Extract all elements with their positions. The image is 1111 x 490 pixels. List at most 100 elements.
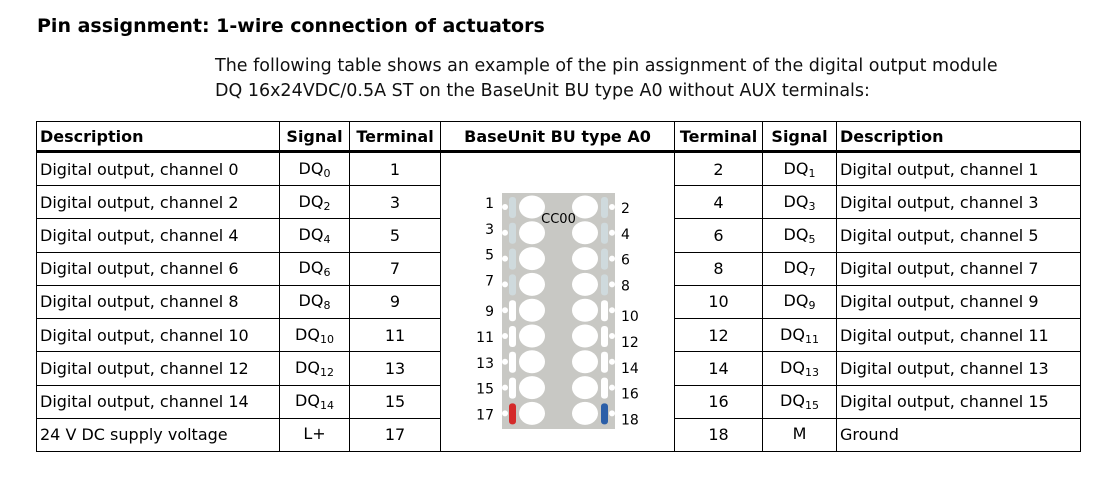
- signal-name: L+: [303, 424, 326, 444]
- terminal-notch: [609, 384, 615, 391]
- terminal-left: 15: [349, 384, 441, 419]
- color-code-label: CC00: [541, 212, 576, 227]
- terminal-left: 5: [349, 218, 441, 253]
- terminal-number-left: 9: [485, 304, 494, 320]
- terminal-slot: [509, 351, 516, 373]
- terminal-notch: [502, 410, 508, 417]
- description-right: Digital output, channel 11: [836, 318, 1081, 353]
- terminal-notch: [502, 384, 508, 391]
- signal-name: DQ: [780, 391, 805, 411]
- terminal-hole: [519, 298, 545, 322]
- header-terminal: Terminal: [349, 121, 441, 153]
- terminal-slot: [601, 222, 608, 244]
- terminal-hole: [519, 195, 545, 219]
- terminal-number-left: 13: [476, 356, 494, 372]
- signal-right: DQ11: [762, 318, 837, 353]
- description-right: Digital output, channel 9: [836, 284, 1081, 320]
- terminal-number-right: 14: [621, 361, 639, 377]
- terminal-slot: [601, 377, 608, 399]
- signal-name: DQ: [783, 191, 809, 211]
- signal-index: 8: [323, 299, 331, 313]
- terminal-notch: [609, 307, 615, 314]
- header-baseunit: BaseUnit BU type A0: [440, 121, 675, 153]
- terminal-hole: [519, 324, 545, 348]
- signal-index: 12: [319, 365, 334, 379]
- signal-left: DQ10: [279, 318, 350, 353]
- terminal-number-right: 16: [621, 387, 639, 403]
- description-right: Digital output, channel 5: [836, 218, 1081, 253]
- description-left: Digital output, channel 14: [36, 384, 280, 419]
- terminal-hole: [519, 247, 545, 271]
- terminal-notch: [502, 307, 508, 314]
- signal-right: M: [762, 417, 837, 453]
- terminal-left: 3: [349, 185, 441, 220]
- terminal-right: 8: [674, 251, 763, 286]
- terminal-number-right: 6: [621, 253, 630, 269]
- signal-name: DQ: [783, 225, 809, 245]
- terminal-right: 16: [674, 384, 763, 419]
- terminal-right: 6: [674, 218, 763, 253]
- signal-index: 3: [808, 199, 816, 213]
- signal-right: DQ13: [762, 351, 837, 386]
- terminal-hole: [519, 272, 545, 296]
- terminal-notch: [502, 358, 508, 365]
- description-left: Digital output, channel 0: [36, 150, 280, 187]
- terminal-slot: [509, 222, 516, 244]
- terminal-slot: [509, 274, 516, 296]
- signal-name: DQ: [295, 357, 320, 377]
- terminal-slot: [601, 351, 608, 373]
- signal-index: 6: [323, 266, 331, 280]
- terminal-notch: [502, 255, 508, 262]
- terminal-notch: [609, 255, 615, 262]
- terminal-number-right: 18: [621, 412, 639, 428]
- signal-left: L+: [279, 417, 350, 453]
- terminal-number-left: 3: [485, 222, 494, 238]
- signal-index: 1: [808, 166, 816, 180]
- header-signal: Signal: [279, 121, 350, 153]
- terminal-hole: [572, 195, 598, 219]
- signal-name: DQ: [783, 258, 809, 278]
- signal-name: DQ: [783, 291, 809, 311]
- terminal-number-left: 15: [476, 382, 494, 398]
- terminal-slot: [509, 326, 516, 347]
- signal-left: DQ6: [279, 251, 350, 286]
- signal-left: DQ4: [279, 218, 350, 253]
- header-signal: Signal: [762, 121, 837, 153]
- terminal-hole: [519, 350, 545, 374]
- terminal-right: 18: [674, 417, 763, 453]
- description-left: Digital output, channel 8: [36, 284, 280, 320]
- signal-name: DQ: [780, 357, 805, 377]
- red-potential-marker: [509, 403, 516, 425]
- terminal-slot: [601, 197, 608, 218]
- signal-index: 10: [319, 332, 334, 346]
- signal-index: 15: [804, 399, 819, 413]
- terminal-slot: [601, 248, 608, 270]
- terminal-hole: [572, 401, 598, 425]
- terminal-right: 2: [674, 150, 763, 187]
- terminal-left: 13: [349, 351, 441, 386]
- signal-right: DQ15: [762, 384, 837, 419]
- terminal-slot: [509, 197, 516, 218]
- terminal-hole: [572, 247, 598, 271]
- signal-name: DQ: [298, 258, 324, 278]
- signal-index: 14: [319, 399, 334, 413]
- terminal-left: 1: [349, 150, 441, 187]
- signal-index: 11: [804, 332, 819, 346]
- section-title: Pin assignment: 1-wire connection of act…: [37, 15, 545, 37]
- description-left: Digital output, channel 12: [36, 351, 280, 386]
- signal-name: DQ: [298, 291, 324, 311]
- description-left: 24 V DC supply voltage: [36, 417, 280, 453]
- intro-text: The following table shows an example of …: [215, 54, 998, 104]
- signal-left: DQ0: [279, 150, 350, 187]
- header-description: Description: [36, 121, 280, 153]
- pin-assignment-table: Description Signal Terminal BaseUnit BU …: [36, 121, 1081, 453]
- header-description: Description: [836, 121, 1081, 153]
- signal-right: DQ7: [762, 251, 837, 286]
- signal-name: DQ: [295, 324, 320, 344]
- terminal-slot: [509, 377, 516, 399]
- terminal-left: 11: [349, 318, 441, 353]
- terminal-notch: [502, 204, 508, 210]
